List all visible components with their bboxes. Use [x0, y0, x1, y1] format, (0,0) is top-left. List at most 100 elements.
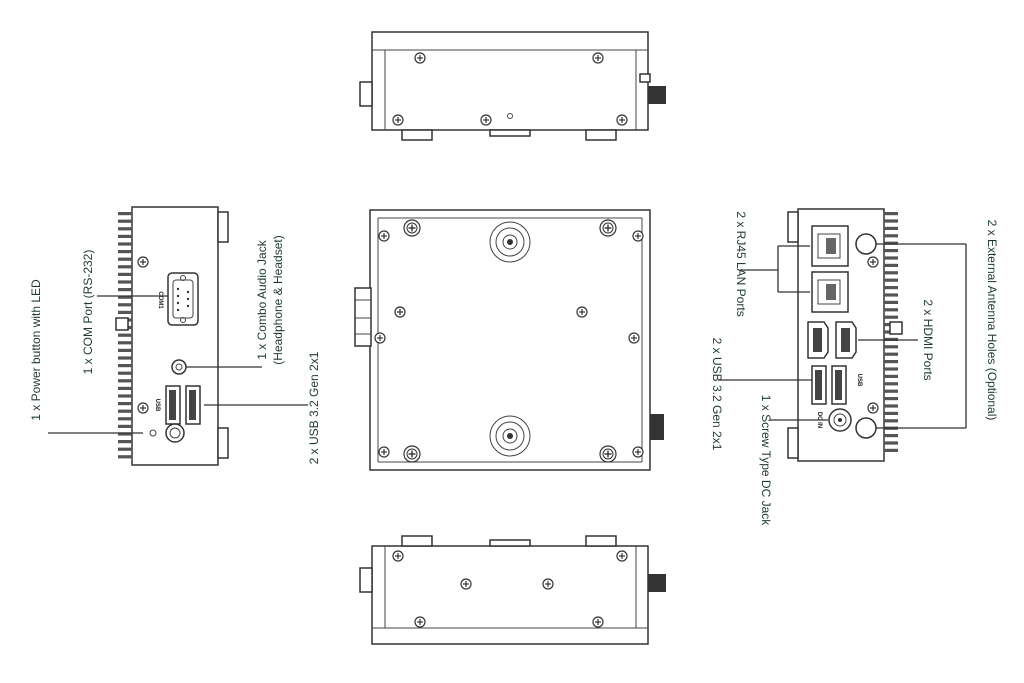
fin — [884, 308, 898, 312]
fin — [118, 341, 132, 345]
screw-icon — [628, 332, 640, 344]
label-audio-jack-line2: (Headphone & Headset) — [271, 235, 285, 364]
screw-icon — [592, 616, 604, 628]
fin — [118, 310, 132, 314]
center-top-view — [354, 209, 664, 471]
fin — [884, 256, 898, 260]
rj45-port-icon — [811, 271, 849, 313]
fin — [884, 315, 898, 319]
label-power-button: 1 x Power button with LED — [29, 279, 43, 421]
usb-port-icon — [165, 385, 181, 425]
mount-boss — [489, 415, 531, 457]
screw-icon — [616, 114, 628, 126]
fin — [118, 219, 132, 223]
fin — [118, 333, 132, 337]
antenna-hole-icon — [855, 417, 877, 439]
fin — [884, 293, 898, 297]
fin — [884, 441, 898, 445]
fin — [118, 227, 132, 231]
fin — [118, 394, 132, 398]
rj45-port-icon — [811, 225, 849, 267]
screw-icon — [378, 446, 390, 458]
fin — [118, 212, 132, 216]
screw-icon — [137, 402, 149, 414]
screw-icon — [403, 445, 421, 463]
label-antenna: 2 x External Antenna Holes (Optional) — [985, 220, 999, 421]
label-rj45: 2 x RJ45 LAN Ports — [734, 211, 748, 316]
usb-port-icon — [811, 365, 827, 405]
fin — [884, 389, 898, 393]
fin — [118, 417, 132, 421]
fin — [884, 219, 898, 223]
com-silkscreen: COM1 — [157, 291, 163, 309]
screw-icon — [392, 114, 404, 126]
screw-icon — [374, 332, 386, 344]
fin — [884, 419, 898, 423]
fin — [118, 364, 132, 368]
screw-icon — [403, 219, 421, 237]
screw-icon — [480, 114, 492, 126]
fin — [884, 434, 898, 438]
leader-lines — [48, 243, 967, 434]
screw-icon — [867, 402, 879, 414]
screw-icon — [592, 52, 604, 64]
fin — [884, 367, 898, 371]
fin — [118, 250, 132, 254]
fin — [884, 212, 898, 216]
screw-icon — [378, 230, 390, 242]
fin — [884, 241, 898, 245]
fin — [884, 286, 898, 290]
label-com-port: 1 x COM Port (RS-232) — [81, 250, 95, 375]
screw-icon — [599, 219, 617, 237]
screw-icon — [414, 52, 426, 64]
fin — [118, 265, 132, 269]
label-audio-jack-line1: 1 x Combo Audio Jack — [255, 239, 269, 359]
screw-icon — [616, 550, 628, 562]
fin — [118, 432, 132, 436]
fin — [884, 263, 898, 267]
rear-panel-view: USB DC IN — [787, 208, 903, 462]
label-usb-right: 2 x USB 3.2 Gen 2x1 — [710, 338, 724, 451]
fin — [884, 448, 898, 452]
audio-jack-icon — [171, 359, 187, 375]
dc-jack-icon — [828, 408, 852, 432]
power-button-icon — [149, 423, 185, 443]
fin — [884, 345, 898, 349]
label-hdmi: 2 x HDMI Ports — [921, 299, 935, 380]
fin — [884, 249, 898, 253]
screw-icon — [632, 446, 644, 458]
usb-port-icon — [185, 385, 201, 425]
fin — [884, 278, 898, 282]
fin — [884, 300, 898, 304]
screw-icon — [599, 445, 617, 463]
bottom-side-view — [359, 535, 666, 645]
fin — [118, 242, 132, 246]
cooling-fins — [118, 212, 132, 459]
serial-port-icon — [167, 272, 199, 326]
fin — [884, 374, 898, 378]
fin — [884, 271, 898, 275]
mount-boss — [489, 221, 531, 263]
fin — [118, 272, 132, 276]
screw-icon — [460, 578, 472, 590]
fin — [118, 379, 132, 383]
fin — [884, 352, 898, 356]
hdmi-port-icon — [807, 321, 829, 359]
label-usb-left: 2 x USB 3.2 Gen 2x1 — [307, 351, 321, 464]
usb-silkscreen: USB — [856, 374, 862, 387]
fin — [118, 371, 132, 375]
label-dc-jack: 1 x Screw Type DC Jack — [759, 395, 773, 526]
fin — [884, 382, 898, 386]
fin — [118, 288, 132, 292]
top-side-view — [359, 31, 666, 141]
fin — [118, 455, 132, 459]
screw-icon — [392, 550, 404, 562]
front-panel-view: COM1 USB — [115, 206, 229, 466]
fin — [118, 424, 132, 428]
screw-icon — [632, 230, 644, 242]
screw-icon — [576, 306, 588, 318]
screw-icon — [542, 578, 554, 590]
fin — [118, 402, 132, 406]
